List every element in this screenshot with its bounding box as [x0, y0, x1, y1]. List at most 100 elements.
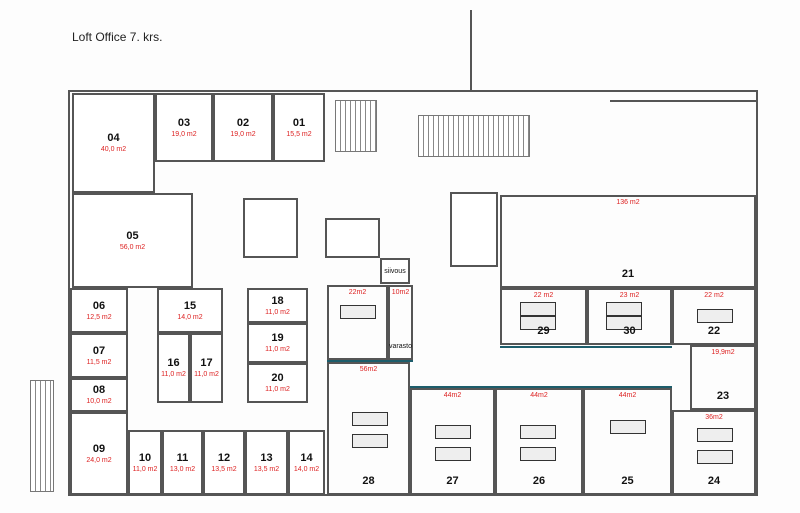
- room-area: 44m2: [618, 392, 637, 399]
- wall-north-wing: [470, 10, 472, 90]
- room-area: 11,5 m2: [86, 358, 112, 366]
- outer-wall-top: [68, 90, 758, 92]
- desk-furniture: [520, 316, 556, 330]
- plan-title: Loft Office 7. krs.: [72, 30, 163, 44]
- room-number: 08: [92, 384, 106, 396]
- room-number: 15: [183, 299, 197, 312]
- room-area: 11,0 m2: [265, 346, 290, 353]
- room-area: 136 m2: [616, 199, 640, 206]
- glass-wall: [500, 346, 672, 348]
- room-area: 11,0 m2: [161, 371, 186, 378]
- room-area: 19,0 m2: [230, 130, 256, 138]
- room-number: varasto: [389, 343, 412, 350]
- outer-wall-bottom: [68, 494, 758, 496]
- room-area: 14,0 m2: [177, 313, 203, 321]
- room-area: 15,5 m2: [286, 130, 312, 138]
- glass-wall: [410, 386, 672, 388]
- room-number: 13: [260, 451, 273, 464]
- room-number: 27: [446, 475, 459, 487]
- room-area: 11,0 m2: [265, 386, 290, 393]
- room-number: 17: [200, 357, 213, 369]
- room-number: 26: [532, 475, 546, 487]
- elevator-shaft: [335, 100, 377, 152]
- room-number: 24: [707, 475, 721, 487]
- room-number: 10: [138, 451, 152, 464]
- room-number: 29: [537, 325, 550, 337]
- desk-furniture: [697, 309, 733, 323]
- room-08: 08 10,0 m2: [70, 378, 128, 412]
- glass-wall: [327, 360, 413, 362]
- room-25: 44m2 25: [583, 388, 672, 495]
- room-number: 21: [621, 268, 635, 280]
- desk-furniture: [606, 316, 642, 330]
- room-area: 40,0 m2: [100, 146, 127, 153]
- exterior-stair: [30, 380, 54, 492]
- room-area: 13,0 m2: [169, 465, 196, 473]
- room-area: 10,0 m2: [86, 398, 112, 405]
- room-29: 22 m2 29: [500, 288, 587, 345]
- room-26: 44m2 26: [495, 388, 583, 495]
- room-area: 23 m2: [619, 292, 640, 299]
- room-meet: 22m2: [327, 285, 388, 360]
- desk-furniture: [697, 450, 733, 464]
- desk-furniture: [352, 434, 388, 448]
- outer-wall-right: [756, 90, 758, 495]
- desk-furniture: [352, 412, 388, 426]
- room-number: 16: [167, 357, 180, 369]
- room-number: 19: [271, 332, 284, 344]
- room-number: 01: [292, 116, 306, 129]
- desk-furniture: [520, 425, 556, 439]
- room-area: 22 m2: [533, 292, 554, 299]
- room-number: 03: [177, 116, 191, 129]
- desk-furniture: [610, 420, 646, 434]
- room-number: 05: [126, 229, 139, 242]
- room-area: 56,0 m2: [119, 243, 146, 251]
- room-number: 20: [271, 372, 284, 384]
- room-number: 25: [621, 475, 634, 487]
- room-area: 14,0 m2: [293, 465, 320, 473]
- room-number: 04: [107, 132, 120, 144]
- wall-north-wing-2: [610, 100, 756, 102]
- room-area: 11,0 m2: [194, 371, 219, 378]
- room-number: 11: [176, 451, 189, 464]
- desk-furniture: [520, 302, 556, 316]
- room-area: 22m2: [348, 289, 367, 296]
- wc-block-3: [450, 192, 498, 267]
- room-area: 24,0 m2: [86, 456, 112, 464]
- room-number: siivous: [384, 267, 406, 275]
- outer-wall-left: [68, 90, 70, 495]
- room-area: 44m2: [530, 392, 548, 399]
- room-16: 16 11,0 m2: [157, 333, 190, 403]
- room-19: 19 11,0 m2: [247, 323, 308, 363]
- desk-furniture: [340, 305, 376, 319]
- room-siivous: siivous: [380, 258, 410, 284]
- desk-furniture: [435, 447, 471, 461]
- room-number: 06: [92, 299, 106, 312]
- room-area: 19,0 m2: [171, 130, 197, 138]
- room-area: 13,5 m2: [253, 465, 280, 473]
- desk-furniture: [606, 302, 642, 316]
- room-area: 10m2: [391, 289, 410, 296]
- room-17: 17 11,0 m2: [190, 333, 223, 403]
- room-area: 13,5 m2: [211, 465, 237, 473]
- room-area: 11,0 m2: [132, 465, 158, 473]
- room-20: 20 11,0 m2: [247, 363, 308, 403]
- room-area: 12,5 m2: [86, 313, 112, 321]
- room-number: 07: [92, 344, 106, 357]
